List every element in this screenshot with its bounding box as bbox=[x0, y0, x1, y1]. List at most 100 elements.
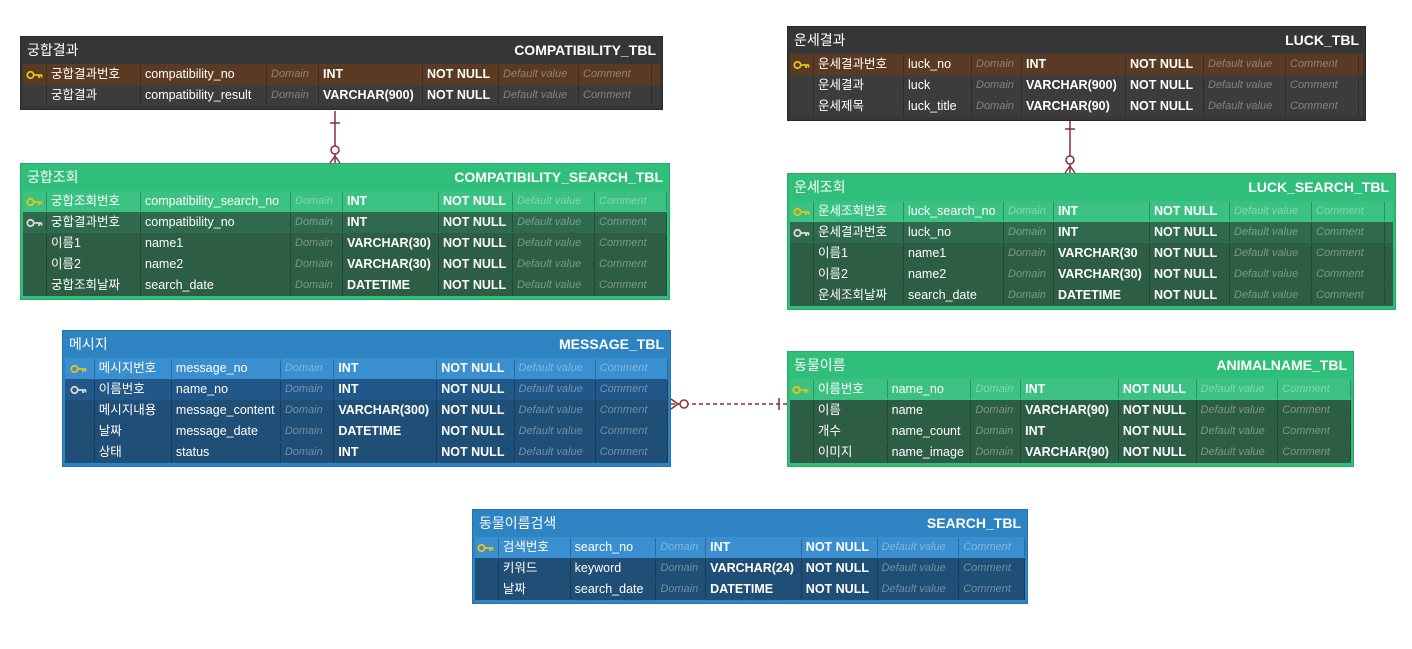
column-logical-name: 궁합결과 bbox=[47, 86, 141, 105]
column-logical-name: 메시지내용 bbox=[95, 401, 172, 420]
crow-foot-right bbox=[334, 155, 341, 164]
primary-key-icon bbox=[792, 60, 811, 70]
crow-foot-bottom bbox=[670, 403, 679, 410]
column-default: Default value bbox=[1204, 76, 1286, 95]
column-null: NOT NULL bbox=[437, 401, 515, 420]
foreign-key-icon bbox=[792, 228, 811, 238]
column-physical-name: name1 bbox=[141, 234, 291, 253]
column-comment: Comment bbox=[959, 538, 1025, 557]
column-type: DATETIME bbox=[706, 580, 802, 599]
column-default: Default value bbox=[1204, 55, 1286, 74]
column-default: Default value bbox=[1204, 97, 1286, 116]
column-null: NOT NULL bbox=[1119, 401, 1197, 420]
column-null: NOT NULL bbox=[439, 276, 513, 295]
column-type: DATETIME bbox=[1054, 286, 1150, 305]
column-logical-name: 운세결과번호 bbox=[814, 223, 904, 242]
column-domain: Domain bbox=[267, 86, 319, 105]
column-default: Default value bbox=[1230, 202, 1312, 221]
column-logical-name: 이름1 bbox=[814, 244, 904, 263]
column-comment: Comment bbox=[579, 86, 652, 105]
column-domain: Domain bbox=[971, 422, 1022, 441]
column-physical-name: luck_no bbox=[904, 223, 1004, 242]
primary-key-icon bbox=[25, 197, 44, 207]
column-null: NOT NULL bbox=[802, 559, 878, 578]
relationship-luck[interactable] bbox=[1064, 121, 1076, 174]
column-key-cell bbox=[475, 538, 499, 557]
column-null: NOT NULL bbox=[1150, 265, 1230, 284]
column-logical-name: 운세조회날짜 bbox=[814, 286, 904, 305]
column-comment: Comment bbox=[959, 559, 1025, 578]
column-type: INT bbox=[334, 380, 438, 399]
column-key-cell bbox=[790, 422, 814, 441]
column-domain: Domain bbox=[291, 234, 343, 253]
column-logical-name: 개수 bbox=[814, 422, 888, 441]
column-logical-name: 궁합결과번호 bbox=[47, 65, 141, 84]
column-physical-name: compatibility_search_no bbox=[141, 192, 291, 211]
relationship-animalname-message[interactable] bbox=[670, 398, 787, 410]
column-comment: Comment bbox=[1312, 265, 1385, 284]
column-physical-name: search_date bbox=[904, 286, 1004, 305]
foreign-key-icon bbox=[70, 385, 88, 395]
primary-key-icon bbox=[25, 70, 44, 80]
column-comment: Comment bbox=[1312, 202, 1385, 221]
column-domain: Domain bbox=[281, 443, 335, 462]
column-comment: Comment bbox=[1278, 443, 1351, 462]
column-key-cell bbox=[65, 359, 95, 378]
crow-foot-left bbox=[329, 155, 336, 164]
relationship-compatibility[interactable] bbox=[329, 111, 341, 164]
column-key-cell bbox=[790, 202, 814, 221]
column-key-cell bbox=[23, 276, 47, 295]
column-null: NOT NULL bbox=[1119, 443, 1197, 462]
column-default: Default value bbox=[1230, 286, 1312, 305]
column-type: INT bbox=[343, 213, 439, 232]
column-type: INT bbox=[1021, 422, 1119, 441]
column-physical-name: luck_no bbox=[904, 55, 972, 74]
column-null: NOT NULL bbox=[802, 538, 878, 557]
entity-logical-name: 동물이름검색 bbox=[479, 515, 557, 531]
column-key-cell bbox=[23, 213, 47, 232]
column-domain: Domain bbox=[291, 192, 343, 211]
column-default: Default value bbox=[1230, 244, 1312, 263]
